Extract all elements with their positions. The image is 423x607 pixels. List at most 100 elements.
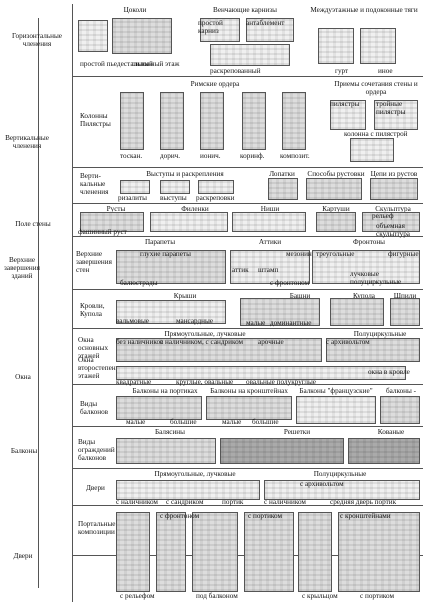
pilasters-label: пилястры	[330, 100, 360, 108]
portal-brackets-illustration	[338, 512, 420, 592]
mezh-heading: Междуэтажные и подоконные тяги	[310, 6, 418, 14]
pylon-label: пилонный этаж	[132, 60, 180, 68]
raskrepovka-illustration	[198, 180, 234, 194]
malye2-label: малые	[222, 418, 242, 426]
other-label: иное	[378, 67, 393, 75]
divider	[72, 468, 423, 469]
raskrepovka-label: раскреповки	[196, 194, 235, 202]
kolonny-label: Колонны Пилястры	[80, 112, 111, 128]
s-frontonom-label: с фронтоном	[270, 279, 310, 287]
bez-nalichnikov-label: без наличников	[116, 338, 164, 346]
label-dveri: Двери	[13, 552, 33, 560]
krovli-label: Кровли, Купола	[80, 302, 105, 318]
quoins-illustration	[370, 178, 418, 200]
parapet-illustration	[116, 250, 226, 284]
balusters-illustration	[116, 438, 216, 464]
ovalnye-label: овальные полукруглые	[246, 378, 316, 386]
triple-pilasters-label: тройные пилястры	[376, 100, 406, 116]
label-okna: Окна	[15, 373, 31, 381]
fashion-label: фашинный руст	[78, 228, 127, 236]
label-verkh: Верхние завершения зданий	[4, 256, 40, 280]
divider	[72, 505, 423, 506]
rimskie-heading: Римские ордера	[190, 80, 240, 88]
triple-pilasters-illustration	[374, 100, 418, 130]
malye-label: малые	[126, 418, 146, 426]
balyustrady-label: балюстрады	[120, 279, 158, 287]
s-portikom-label: с портиком	[248, 512, 283, 520]
s-sandrikom-door-label: с сандриком	[166, 498, 204, 506]
frantsuz-heading: Балконы "французские"	[299, 387, 373, 395]
verkh-zav-label: Верхние завершения стен	[76, 250, 112, 274]
polutsirkulnye-heading: Полуциркульные	[353, 330, 407, 338]
gurt-illustration	[318, 28, 354, 64]
portal-balcony-illustration	[192, 512, 238, 592]
loggia-illustration	[380, 396, 420, 424]
arochnye-label: арочные	[258, 338, 284, 346]
divider	[72, 203, 423, 204]
label-horiz: Горизонтальные членения	[11, 32, 62, 48]
kovanye-heading: Кованые	[377, 428, 405, 436]
s-arkhivoltom-label: с архивольтом	[300, 480, 344, 488]
v-krovle-label: окна в кровле	[368, 368, 410, 376]
rusty-heading: Русты	[106, 205, 126, 213]
tsokol-simple-illustration	[78, 20, 108, 52]
tsokol-pylon-illustration	[112, 18, 172, 54]
cornice-entablature-illustration	[246, 18, 294, 42]
vystup-label: выступы	[160, 194, 187, 202]
treugolny-label: треугольные	[316, 250, 355, 258]
filenki-heading: Филенки	[181, 205, 209, 213]
tree-line	[72, 4, 73, 602]
okna-vtor-label: Окна второстепенных этажей	[78, 356, 128, 380]
windows-main-illustration	[116, 338, 322, 362]
tree-line	[38, 18, 39, 588]
tsokol-simple-label: простой пьедестальный	[80, 60, 153, 68]
na-kronshteinakh-heading: Балконы на кронштейнах	[210, 387, 288, 395]
bolshie-label: большие	[170, 418, 197, 426]
glukhie-label: глухие парапеты	[140, 250, 191, 258]
doric-order-illustration	[160, 92, 184, 150]
pryamougolnye-heading: Прямоугольные, лучковые	[164, 330, 246, 338]
vystup-illustration	[160, 180, 190, 194]
kartushi-illustration	[316, 212, 356, 232]
s-nalichnikom-label: с наличником, с сандриком	[160, 338, 244, 346]
attic-illustration	[230, 250, 310, 284]
pediment-illustration	[312, 250, 420, 284]
portik-door-label: портик	[222, 498, 244, 506]
na-portikakh-heading: Балконы на портиках	[132, 387, 198, 395]
towers-illustration	[240, 298, 320, 326]
srednaya-label: средняя дверь портик	[330, 498, 397, 506]
cornice-simple-label: простой карниз	[198, 19, 223, 35]
portal-relief-illustration	[116, 512, 150, 592]
s-nalichnikom2-label: с наличником	[264, 498, 306, 506]
cornice-entablature-label: антаблемент	[246, 19, 285, 27]
tsokoli-heading: Цоколи	[123, 6, 147, 14]
spires-illustration	[390, 298, 420, 326]
filenki-illustration	[150, 212, 228, 232]
portal-label: Портальные композиции	[78, 520, 116, 536]
vidy-ograzhd-label: Виды ограждений балконов	[78, 438, 115, 462]
domes-illustration	[330, 298, 384, 326]
tsepi-heading: Цепи из рустов	[370, 170, 418, 178]
doors-rect-illustration	[116, 480, 260, 500]
pod-balkonom-label: под балконом	[196, 592, 238, 600]
sposoby-heading: Способы рустовки	[307, 170, 365, 178]
shtamp-label: штамп	[258, 266, 279, 274]
malye-label: малые	[246, 319, 266, 327]
mezonin-label: мезонин	[286, 250, 312, 258]
rizalit-label: ризалиты	[118, 194, 147, 202]
venchayushchie-heading: Венчающие карнизы	[213, 6, 277, 14]
column-pilaster-label: колонна с пилястрой	[344, 130, 408, 138]
composite-order-illustration	[282, 92, 306, 150]
tuscan-order-illustration	[120, 92, 144, 150]
roofs-illustration	[116, 300, 226, 324]
skulptura-heading: Скульптура	[375, 205, 411, 213]
luchkovye-label: лучковые полуциркульные	[350, 270, 402, 286]
s-arkh-label: с архивольтом	[326, 338, 370, 346]
corinthian-label: коринф.	[240, 152, 265, 160]
rustication-illustration	[306, 178, 362, 200]
nishi-illustration	[232, 212, 306, 232]
portal-porch-illustration	[298, 512, 332, 592]
kupola-heading: Купола	[353, 292, 375, 300]
ionic-order-illustration	[200, 92, 224, 150]
tuscan-label: тоскан.	[120, 152, 143, 160]
